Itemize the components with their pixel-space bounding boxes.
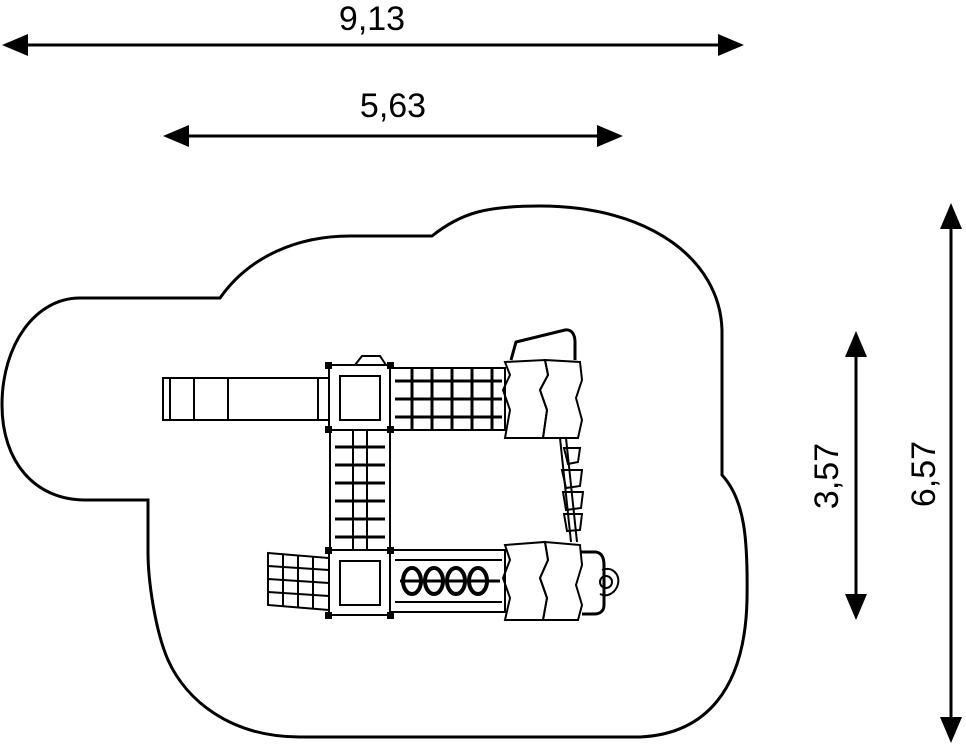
tower-top-right — [501, 328, 584, 439]
bridge-frame — [329, 429, 391, 551]
stepping-block — [562, 513, 584, 533]
tower-bottom-left — [325, 547, 394, 619]
arrow-right-icon — [718, 34, 744, 56]
net-frame — [267, 551, 330, 612]
arrow-left-icon — [163, 125, 189, 147]
bridge-frame — [389, 367, 506, 431]
dimension-overall-depth: 6,57 — [905, 203, 962, 743]
dimension-structure-depth: 3,57 — [808, 331, 867, 620]
net-strand — [267, 565, 330, 571]
vertical-bridge — [329, 429, 391, 551]
top-net-bridge — [389, 367, 506, 431]
tower-bottom-right — [501, 540, 620, 621]
stepping-block — [561, 491, 585, 512]
panel-right — [538, 540, 584, 621]
tower-top-left — [325, 355, 394, 433]
corner-post — [387, 362, 394, 369]
corner-post — [325, 426, 332, 433]
slide-outline — [162, 377, 330, 421]
net-strand — [267, 578, 330, 584]
roof-cap — [352, 355, 388, 366]
chain-link — [559, 437, 572, 543]
handrail — [580, 550, 606, 616]
arrow-down-icon — [940, 717, 962, 743]
dimension-overall-width: 9,13 — [2, 0, 744, 56]
chain-link — [565, 437, 578, 543]
overall-width-label: 9,13 — [339, 0, 405, 38]
arrow-up-icon — [940, 203, 962, 229]
arrow-left-icon — [2, 34, 28, 56]
corner-post — [325, 612, 332, 619]
arrow-right-icon — [597, 125, 623, 147]
overall-depth-label: 6,57 — [905, 441, 943, 507]
stepping-block — [562, 447, 582, 466]
bottom-ring-bridge — [389, 549, 506, 613]
corner-post — [325, 362, 332, 369]
net-strand — [267, 591, 330, 597]
panel-right — [538, 358, 584, 439]
handrail — [509, 328, 577, 361]
dimension-structure-width: 5,63 — [163, 87, 623, 147]
steering-wheel-hub — [599, 575, 613, 589]
safety-zone-outline — [0, 204, 749, 739]
arrow-down-icon — [845, 594, 867, 620]
stepping-block — [560, 469, 584, 490]
platform-deck — [339, 375, 381, 421]
platform-deck — [339, 560, 381, 606]
climbing-net — [267, 551, 330, 612]
structure-depth-label: 3,57 — [808, 443, 846, 509]
arrow-up-icon — [845, 331, 867, 357]
steering-wheel-icon — [599, 568, 620, 597]
panel-left — [501, 358, 550, 439]
structure-width-label: 5,63 — [360, 87, 426, 125]
corner-post — [387, 612, 394, 619]
stepping-chain — [559, 437, 585, 543]
corner-post — [325, 547, 332, 554]
slide — [162, 377, 330, 421]
